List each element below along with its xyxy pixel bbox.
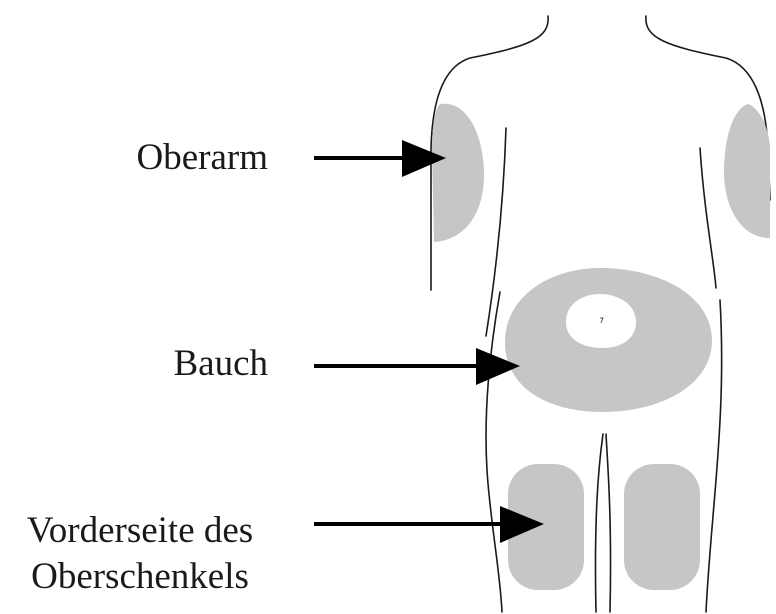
left-inner-leg bbox=[595, 434, 603, 612]
label-upper-arm: Oberarm bbox=[137, 136, 269, 180]
zone-right-upper-arm bbox=[724, 104, 770, 238]
zone-right-thigh bbox=[624, 464, 700, 590]
right-inner-leg bbox=[606, 434, 611, 612]
label-thigh-line2: Oberschenkels bbox=[10, 554, 270, 600]
left-torso-line bbox=[486, 128, 506, 336]
zone-abdomen bbox=[505, 268, 712, 412]
label-thigh: Vorderseite des Oberschenkels bbox=[10, 508, 270, 600]
right-torso-line bbox=[700, 148, 716, 288]
injection-zones bbox=[432, 104, 770, 590]
left-leg-outer bbox=[486, 292, 502, 612]
navel-mark bbox=[600, 318, 603, 323]
label-abdomen: Bauch bbox=[173, 342, 268, 386]
label-thigh-line1: Vorderseite des bbox=[10, 508, 270, 554]
zone-left-upper-arm bbox=[432, 104, 484, 242]
arrow-thigh bbox=[314, 506, 544, 543]
arrow-upper-arm bbox=[314, 140, 446, 177]
